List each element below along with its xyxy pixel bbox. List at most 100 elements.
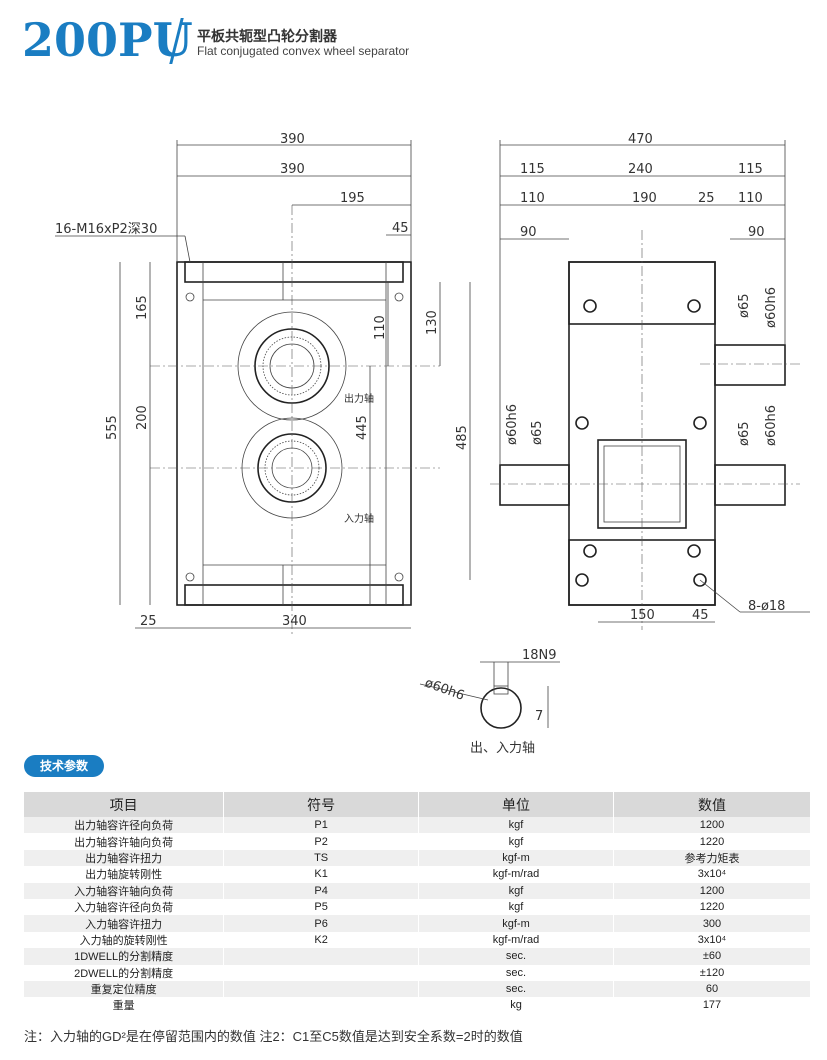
dim-side-d60h6-top: ø60h6	[764, 287, 779, 328]
side-view: 470 115 240 115 110 190 25 110 90 90 ø65…	[490, 132, 810, 630]
cell-value: 3x10⁴	[613, 931, 811, 949]
cell-unit: kgf	[418, 817, 614, 834]
dim-side-110-left: 110	[520, 191, 545, 206]
cell-unit: kgf	[418, 882, 614, 899]
cell-symbol: P6	[223, 915, 419, 932]
dim-shaft-keyway: 18N9	[522, 648, 557, 663]
dim-front-45: 45	[392, 221, 409, 236]
cell-value: 参考力矩表	[613, 849, 811, 867]
footnote: 注：入力轴的GD²是在停留范围内的数值 注2：C1至C5数值是达到安全系数=2时…	[24, 1029, 523, 1044]
cell-value: 1200	[613, 817, 811, 834]
col-unit: 单位	[418, 792, 614, 817]
cell-item: 入力轴容许扭力	[24, 915, 225, 932]
label-shaft-detail: 出、入力轴	[470, 741, 535, 756]
dim-front-width-inner: 390	[280, 162, 305, 177]
tech-params-badge: 技术参数	[24, 755, 104, 777]
cell-item: 出力轴容许径向负荷	[24, 817, 225, 834]
cell-symbol	[223, 948, 419, 965]
cell-unit: sec.	[418, 980, 614, 998]
cell-symbol: P5	[223, 898, 419, 916]
technical-drawing: 390 390 195 45 16-M16xP2深30 165 200 555 …	[55, 132, 810, 756]
dim-side-45: 45	[692, 608, 709, 623]
cell-value: 300	[613, 915, 811, 932]
cell-value: ±60	[613, 948, 811, 965]
model-number: 200PU	[22, 13, 193, 67]
cell-item: 入力轴的旋转刚性	[24, 931, 225, 949]
dim-shaft-diameter: ø60h6	[423, 676, 467, 704]
cell-value: 1200	[613, 882, 811, 899]
dim-front-445: 445	[355, 415, 370, 440]
page-header: 200PU 平板共轭型凸轮分割器 Flat conjugated convex …	[22, 12, 622, 68]
cell-unit: kgf	[418, 898, 614, 916]
cell-symbol	[223, 997, 419, 1014]
dim-front-555: 555	[105, 415, 120, 440]
cell-item: 重量	[24, 997, 225, 1014]
cell-symbol: K2	[223, 931, 419, 949]
dim-side-150: 150	[630, 608, 655, 623]
cell-symbol: K1	[223, 866, 419, 883]
dim-front-485: 485	[455, 425, 470, 450]
col-value: 数值	[613, 792, 811, 817]
front-view: 390 390 195 45 16-M16xP2深30 165 200 555 …	[55, 132, 471, 635]
col-symbol: 符号	[223, 792, 419, 817]
cell-symbol: P1	[223, 817, 419, 834]
shaft-detail: 18N9 ø60h6 7 出、入力轴	[419, 648, 560, 756]
dim-front-340: 340	[282, 614, 307, 629]
cell-value: 1220	[613, 833, 811, 850]
cell-item: 1DWELL的分割精度	[24, 948, 225, 965]
dim-side-90-left: 90	[520, 225, 537, 240]
label-input-shaft: 入力轴	[344, 512, 374, 525]
cell-value: 177	[613, 997, 811, 1014]
cell-value: 1220	[613, 898, 811, 916]
cell-symbol	[223, 980, 419, 998]
cell-value: 60	[613, 980, 811, 998]
dim-side-25: 25	[698, 191, 715, 206]
cell-item: 重复定位精度	[24, 980, 225, 998]
dim-side-470: 470	[628, 132, 653, 147]
cell-symbol: P2	[223, 833, 419, 850]
dim-shaft-7: 7	[535, 709, 543, 724]
title-english: Flat conjugated convex wheel separator	[197, 44, 410, 58]
cell-symbol	[223, 964, 419, 981]
dim-side-d60h6-right: ø60h6	[764, 405, 779, 446]
cell-unit: sec.	[418, 964, 614, 981]
cell-unit: kgf	[418, 833, 614, 850]
cell-value: 3x10⁴	[613, 866, 811, 883]
cell-item: 出力轴旋转刚性	[24, 866, 225, 883]
cell-item: 2DWELL的分割精度	[24, 964, 225, 981]
dim-side-bolt-holes: 8-ø18	[748, 599, 785, 614]
cell-unit: kgf-m/rad	[418, 866, 614, 883]
cell-unit: kgf-m	[418, 849, 614, 867]
dim-front-195: 195	[340, 191, 365, 206]
dim-front-width-outer: 390	[280, 132, 305, 147]
dim-front-165: 165	[135, 295, 150, 320]
dim-side-d65-top: ø65	[737, 294, 752, 319]
dim-side-190: 190	[632, 191, 657, 206]
cell-symbol: TS	[223, 849, 419, 867]
cell-item: 出力轴容许扭力	[24, 849, 225, 867]
dim-side-115-left: 115	[520, 162, 545, 177]
dim-side-d65-left: ø65	[530, 421, 545, 446]
cell-item: 出力轴容许轴向负荷	[24, 833, 225, 850]
dim-side-110-right: 110	[738, 191, 763, 206]
cell-unit: kgf-m	[418, 915, 614, 932]
dim-side-115-right: 115	[738, 162, 763, 177]
dim-front-110: 110	[373, 315, 388, 340]
cell-unit: kg	[418, 997, 614, 1014]
dim-front-25: 25	[140, 614, 157, 629]
dim-side-d65-right: ø65	[737, 422, 752, 447]
cell-unit: kgf-m/rad	[418, 931, 614, 949]
dim-front-200: 200	[135, 405, 150, 430]
title-chinese: 平板共轭型凸轮分割器	[197, 28, 337, 44]
cell-item: 入力轴容许径向负荷	[24, 898, 225, 916]
